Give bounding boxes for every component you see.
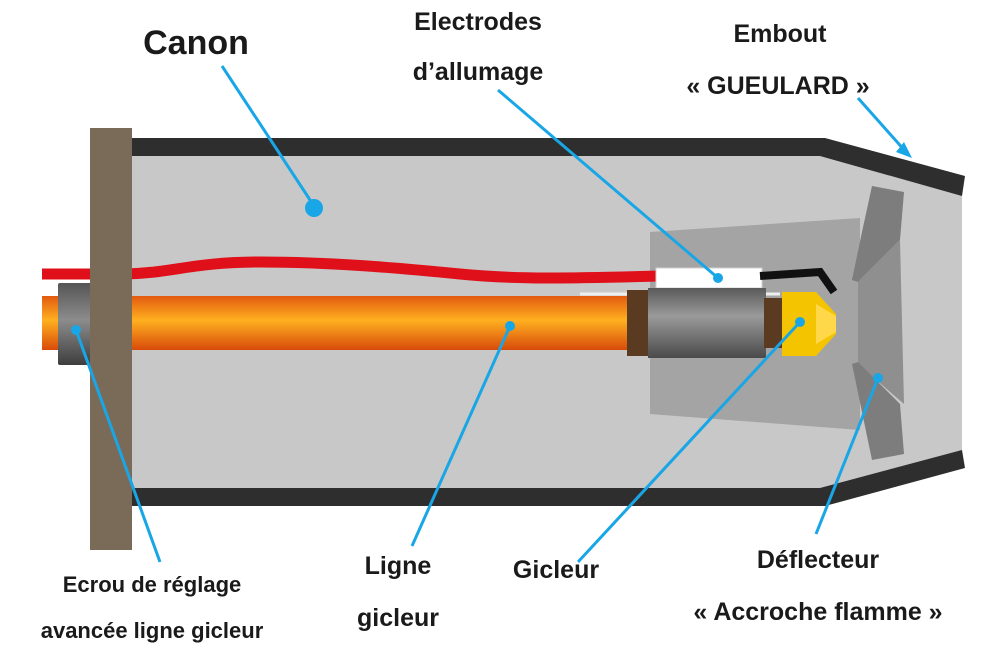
label-gicleur: Gicleur — [513, 556, 599, 584]
label-canon: Canon — [143, 24, 249, 62]
nozzle-tip — [816, 304, 836, 344]
leader-dot-ligne — [505, 321, 515, 331]
label-electrodes-line1: Electrodes — [414, 8, 542, 36]
label-ligne-line1: Ligne — [365, 552, 432, 580]
leader-lines — [74, 65, 908, 564]
label-embout-line1: Embout — [733, 20, 827, 48]
leader-electrodes — [497, 88, 719, 280]
leader-canon — [220, 65, 316, 207]
cannon-bottom-wall — [130, 450, 965, 506]
deflector-plate-top — [852, 186, 904, 282]
label-ecrou-line1: Ecrou de réglage — [63, 572, 242, 597]
label-deflecteur-line1: Déflecteur — [757, 546, 880, 574]
mounting-flange — [90, 128, 132, 550]
nozzle-holder — [648, 288, 766, 358]
deflector-plate-bottom — [852, 362, 904, 460]
leader-dot-electrodes — [713, 273, 723, 283]
label-deflecteur-line2: « Accroche flamme » — [693, 598, 942, 626]
nozzle-holder-ring — [764, 298, 782, 348]
label-ecrou-line2: avancée ligne gicleur — [41, 618, 264, 643]
label-embout-line2: « GUEULARD » — [686, 72, 869, 100]
leader-dot-deflecteur — [873, 373, 883, 383]
label-electrodes-line2: d’allumage — [413, 58, 544, 86]
leader-dot-canon — [305, 199, 323, 217]
label-ligne-line2: gicleur — [357, 604, 439, 632]
leader-dot-gicleur — [795, 317, 805, 327]
nozzle-line-pipe — [42, 296, 642, 350]
leader-arrow-embout — [896, 142, 912, 158]
adjustment-nut — [58, 283, 92, 365]
leader-gicleur — [576, 320, 802, 564]
leader-embout — [856, 97, 908, 153]
leader-ligne — [410, 325, 512, 547]
deflector-plate-mid — [858, 240, 904, 404]
leader-endpoints — [71, 142, 912, 383]
cannon-top-wall — [130, 138, 965, 196]
leader-dot-ecrou — [71, 325, 81, 335]
electrode-tip — [759, 267, 838, 295]
nozzle-holder-collar — [627, 290, 651, 356]
leader-deflecteur — [814, 377, 880, 535]
leader-ecrou — [74, 329, 162, 563]
ignition-wire — [42, 256, 661, 284]
